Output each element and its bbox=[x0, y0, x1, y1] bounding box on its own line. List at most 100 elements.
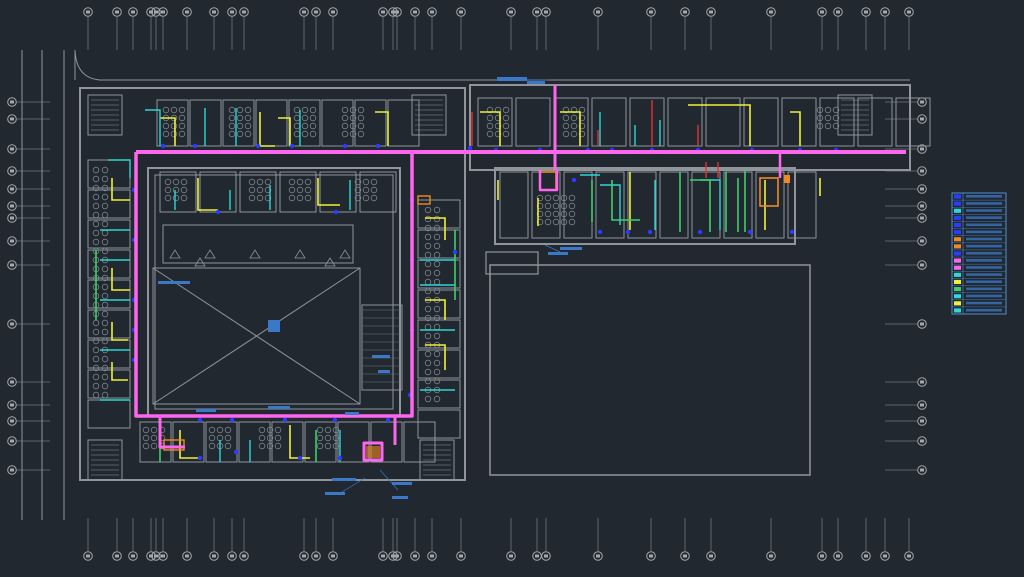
grid-bubble bbox=[904, 551, 914, 561]
main-riser-loop bbox=[134, 85, 906, 462]
legend-swatch bbox=[954, 258, 961, 263]
grid-bubble bbox=[541, 7, 551, 17]
grid-bubble bbox=[917, 166, 927, 176]
grid-bubble bbox=[917, 213, 927, 223]
grid-bubble bbox=[917, 260, 927, 270]
annotation-tag bbox=[560, 247, 582, 250]
legend-swatch bbox=[954, 265, 961, 270]
legend-swatch bbox=[954, 237, 961, 242]
grid-bubble bbox=[706, 7, 716, 17]
grid-bubble bbox=[833, 7, 843, 17]
grid-bubble bbox=[917, 319, 927, 329]
grid-bubble bbox=[182, 551, 192, 561]
grid-bubble bbox=[158, 551, 168, 561]
grid-bubble bbox=[7, 184, 17, 194]
grid-bubble bbox=[7, 166, 17, 176]
grid-bubble bbox=[328, 7, 338, 17]
grid-bubble bbox=[151, 551, 161, 561]
grid-bubble bbox=[83, 551, 93, 561]
grid-bubble bbox=[7, 465, 17, 475]
grid-bubble bbox=[7, 236, 17, 246]
grid-bubble bbox=[817, 7, 827, 17]
grid-bubble bbox=[917, 236, 927, 246]
legend-swatch bbox=[954, 308, 961, 313]
grid-bubble bbox=[706, 551, 716, 561]
grid-bubble bbox=[541, 551, 551, 561]
grid-bubble bbox=[917, 400, 927, 410]
grid-bubble bbox=[646, 7, 656, 17]
grid-bubble bbox=[182, 7, 192, 17]
column-grid-bottom bbox=[83, 518, 914, 561]
legend-swatch bbox=[954, 301, 961, 306]
annotation-tag bbox=[345, 412, 359, 415]
room-partitions bbox=[87, 94, 931, 481]
grid-bubble bbox=[209, 7, 219, 17]
plumbing-services bbox=[95, 100, 839, 462]
grid-bubble bbox=[328, 551, 338, 561]
legend-swatch bbox=[954, 251, 961, 256]
grid-bubble bbox=[7, 400, 17, 410]
building-walls bbox=[79, 84, 911, 481]
annotation-tag bbox=[268, 406, 290, 409]
grid-bubble bbox=[917, 465, 927, 475]
annotation-tag bbox=[158, 281, 190, 284]
grid-bubble bbox=[7, 319, 17, 329]
grid-bubble bbox=[833, 551, 843, 561]
legend-swatch bbox=[954, 287, 961, 292]
annotation-tag bbox=[527, 81, 545, 84]
annotation-tag bbox=[497, 77, 527, 81]
annotation-tag bbox=[548, 252, 568, 255]
legend-swatch bbox=[954, 230, 961, 235]
grid-bubble bbox=[7, 213, 17, 223]
grid-bubble bbox=[7, 97, 17, 107]
grid-bubble bbox=[917, 416, 927, 426]
annotation-tag bbox=[268, 320, 280, 332]
grid-bubble bbox=[7, 436, 17, 446]
legend-swatch bbox=[954, 222, 961, 228]
grid-bubble bbox=[7, 377, 17, 387]
grid-bubble bbox=[7, 416, 17, 426]
grid-bubble bbox=[917, 144, 927, 154]
grid-bubble bbox=[904, 7, 914, 17]
grid-bubble bbox=[128, 551, 138, 561]
legend-swatch bbox=[954, 194, 961, 199]
grid-bubble bbox=[880, 551, 890, 561]
legend-panel bbox=[951, 192, 1007, 315]
grid-bubble bbox=[112, 7, 122, 17]
grid-bubble bbox=[151, 7, 161, 17]
grid-bubble bbox=[128, 7, 138, 17]
grid-bubble bbox=[7, 201, 17, 211]
grid-bubble bbox=[378, 551, 388, 561]
grid-bubble bbox=[861, 551, 871, 561]
legend-swatch bbox=[954, 201, 961, 206]
grid-bubble bbox=[239, 7, 249, 17]
grid-bubble bbox=[593, 7, 603, 17]
grid-bubble bbox=[593, 551, 603, 561]
grid-bubble bbox=[861, 7, 871, 17]
grid-bubble bbox=[817, 551, 827, 561]
annotation-tag bbox=[378, 370, 390, 373]
grid-bubble bbox=[227, 551, 237, 561]
annotation-tag bbox=[392, 496, 408, 499]
legend-swatch bbox=[954, 215, 961, 220]
grid-bubble bbox=[311, 551, 321, 561]
grid-bubble bbox=[766, 7, 776, 17]
grid-bubble bbox=[917, 377, 927, 387]
legend-swatch bbox=[954, 272, 961, 277]
grid-bubble bbox=[83, 7, 93, 17]
grid-bubble bbox=[392, 7, 402, 17]
grid-bubble bbox=[299, 7, 309, 17]
grid-bubble bbox=[880, 7, 890, 17]
column-grid-top bbox=[83, 7, 914, 50]
annotation-tag bbox=[372, 355, 390, 358]
grid-bubble bbox=[410, 7, 420, 17]
grid-bubble bbox=[209, 551, 219, 561]
grid-bubble bbox=[917, 114, 927, 124]
grid-bubble bbox=[917, 201, 927, 211]
grid-bubble bbox=[112, 551, 122, 561]
grid-bubble bbox=[227, 7, 237, 17]
legend-swatch bbox=[954, 208, 961, 213]
annotation-tag bbox=[332, 478, 356, 481]
grid-bubble bbox=[646, 551, 656, 561]
